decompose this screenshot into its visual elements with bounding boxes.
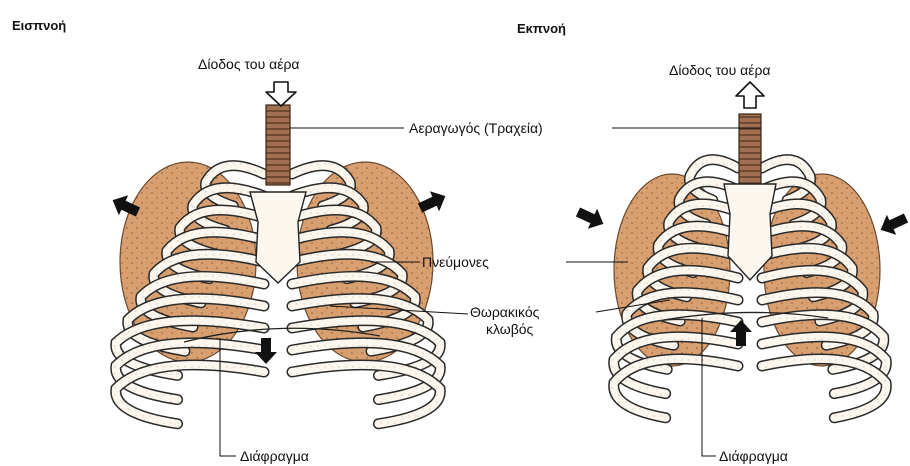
exhale-title: Εκπνοή (517, 21, 566, 36)
left-trachea (266, 105, 290, 185)
lungs-label: Πνεύμονες (422, 254, 489, 270)
contract-right-arrow-icon (876, 208, 910, 240)
diaphragm-label-right: Διάφραγμα (719, 448, 788, 464)
ribcage-label-line1: Θωρακικός (470, 304, 540, 320)
air-out-arrow-icon (736, 82, 764, 108)
diaphragm-label-left: Διάφραγμα (240, 448, 309, 464)
right-trachea (739, 114, 761, 184)
trachea-label: Αεραγωγός (Τραχεία) (409, 120, 543, 136)
air-in-label: Δίοδος του αέρα (198, 56, 300, 72)
inhale-ribcage (116, 105, 440, 424)
contract-left-arrow-icon (573, 202, 608, 234)
air-in-arrow-icon (266, 82, 296, 106)
inhale-title: Εισπνοή (12, 18, 66, 33)
exhale-ribcage (614, 114, 887, 418)
air-out-label: Δίοδος του αέρα (669, 62, 771, 78)
ribcage-label-line2: κλωβός (486, 321, 534, 337)
diaphragm-leader-left (220, 338, 236, 456)
